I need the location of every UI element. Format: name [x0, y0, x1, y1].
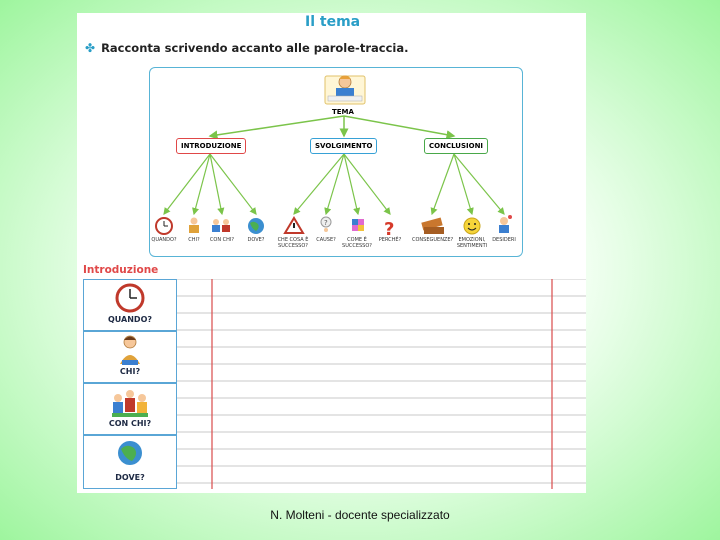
clock-icon: [155, 217, 173, 235]
thinking-person-icon: ?: [320, 216, 332, 232]
svg-text:?: ?: [384, 219, 394, 240]
instruction-text: Racconta scrivendo accanto alle parole-t…: [101, 41, 409, 55]
leaf-label-perche: PERCHÉ?: [378, 237, 402, 243]
person-icon: [189, 217, 199, 233]
branch-introduzione: INTRODUZIONE: [176, 138, 247, 154]
leaf-label-emozioni: EMOZIONI, SENTIMENTI: [456, 237, 488, 249]
root-node-label: TEMA: [332, 108, 354, 116]
warning-sign-icon: [283, 216, 305, 234]
row-label-con-chi: CON CHI?: [108, 419, 152, 428]
row-label-quando: QUANDO?: [107, 315, 153, 324]
concept-map: ? ? TEMA INTRODUZIONE SVOLGIMENTO CONCLU…: [149, 67, 523, 257]
leaf-label-cause: CAUSE?: [316, 237, 336, 243]
leaf-label-come: COME È SUCCESSO?: [342, 237, 372, 249]
globe-icon: [118, 441, 142, 465]
writing-table: QUANDO? CHI? CON CHI?: [83, 279, 586, 489]
footer-credit: N. Molteni - docente specializzato: [270, 508, 450, 522]
svg-text:?: ?: [324, 219, 328, 227]
leaf-label-desideri: DESIDERI: [492, 237, 516, 243]
row-cell-dove: DOVE?: [83, 435, 177, 489]
leaf-label-conseguenze: CONSEGUENZE?: [412, 237, 454, 243]
clover-bullet-icon: ✤: [85, 41, 96, 55]
ruled-lines: [175, 279, 586, 489]
row-label-chi: CHI?: [119, 367, 141, 376]
globe-icon: [248, 218, 264, 234]
map-arrows: ? ?: [155, 75, 512, 240]
group-icon: [212, 219, 230, 232]
worksheet-page: Il tema ✤ Racconta scrivendo accanto alle…: [77, 13, 586, 493]
group-icon: [112, 390, 148, 417]
branch-svolgimento: SVOLGIMENTO: [310, 138, 378, 154]
branch-conclusioni: CONCLUSIONI: [424, 138, 489, 154]
arrow-root-intro: [208, 115, 345, 140]
arrow-root-conc: [343, 115, 456, 140]
cube-icon: [352, 219, 364, 231]
child-writing-icon: [324, 75, 366, 105]
row-cell-con-chi: CON CHI?: [83, 383, 177, 435]
clock-icon: [115, 283, 145, 313]
dreaming-child-icon: [499, 215, 512, 233]
person-icon: [120, 335, 140, 365]
row-cell-quando: QUANDO?: [83, 279, 177, 331]
leaf-label-che-cosa: CHE COSA È SUCCESSO?: [277, 237, 309, 249]
smiley-icon: [463, 217, 481, 235]
instruction-line: ✤ Racconta scrivendo accanto alle parole-…: [85, 41, 408, 55]
question-mark-icon: ?: [384, 219, 394, 240]
domino-icon: [421, 217, 444, 234]
worksheet-title: Il tema: [305, 14, 361, 30]
section-title: Introduzione: [83, 264, 159, 276]
leaf-label-quando: QUANDO?: [151, 237, 177, 243]
leaf-label-dove: DOVE?: [247, 237, 265, 243]
row-label-dove: DOVE?: [115, 473, 145, 482]
row-cell-chi: CHI?: [83, 331, 177, 383]
leaf-label-con-chi: CON CHI?: [209, 237, 235, 243]
leaf-label-chi: CHI?: [188, 237, 200, 243]
